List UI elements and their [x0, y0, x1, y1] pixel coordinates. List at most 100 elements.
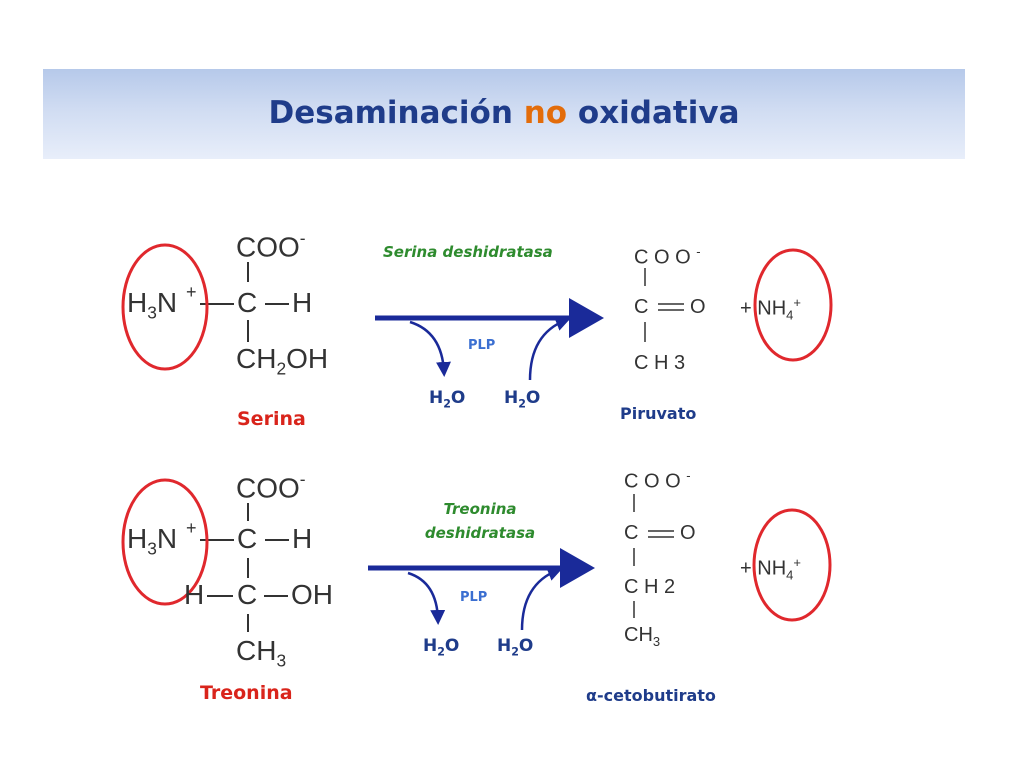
ammonium-2-nh: NH — [757, 557, 787, 580]
reaction1-water-in: H2O — [504, 388, 540, 410]
ammonium-1-nh: NH — [757, 297, 787, 320]
title-part-1: Desaminación — [268, 95, 513, 131]
page-title: Desaminación no oxidativa — [43, 95, 965, 131]
reaction1-water-out-sub: 2 — [443, 397, 451, 411]
cetobutirato-methylene-2: 2 — [664, 576, 676, 598]
reaction1-enzyme: Serina deshidratasa — [383, 243, 553, 261]
ammonium-2-sub: 4 — [786, 567, 794, 583]
piruvato-methyl: C H 3 — [634, 352, 685, 375]
treonina-amino-sub: 3 — [147, 538, 157, 559]
piruvato-carbonyl-o: O — [690, 296, 706, 318]
treonina-carboxyl: COO- — [236, 469, 306, 504]
treonina-hydroxyl: OH — [291, 579, 333, 610]
title-highlight: no — [523, 95, 568, 131]
reaction2-water-in-h: H — [497, 636, 512, 656]
nh4-circle-2 — [752, 508, 832, 622]
ammonium-1-charge: + — [793, 295, 801, 310]
reaction1-water-in-sub: 2 — [518, 397, 526, 411]
piruvato-carboxyl-charge: - — [696, 244, 701, 259]
treonina-amino-circle — [121, 478, 209, 606]
serina-label: Serina — [237, 408, 306, 430]
treonina-methyl-sub: 3 — [276, 650, 287, 671]
piruvato-label: Piruvato — [620, 404, 697, 423]
reaction2-water-in-sub: 2 — [511, 645, 519, 659]
title-part-3: oxidativa — [577, 95, 740, 131]
reaction1-water-out-o: O — [450, 388, 466, 408]
serina-alpha-carbon: C — [237, 287, 258, 318]
piruvato-carboxyl: C O O - — [634, 244, 701, 270]
treonina-beta-hydrogen: H — [184, 579, 205, 610]
cetobutirato-methyl-sub: 3 — [652, 634, 661, 649]
serina-amino-charge: + — [186, 282, 197, 302]
serina-carboxyl-charge: - — [299, 228, 306, 248]
reaction2-water-in-o: O — [518, 636, 534, 656]
treonina-amino-h: H — [127, 523, 148, 554]
ammonium-1-sub: 4 — [786, 307, 794, 323]
reaction2-water-out-o: O — [444, 636, 460, 656]
serina-amino-h: H — [127, 287, 148, 318]
reaction1-water-in-h: H — [504, 388, 519, 408]
reaction1-water-out: H2O — [429, 388, 465, 410]
ammonium-1: + NH4+ — [740, 295, 801, 323]
piruvato-carboxyl-text: C O O — [634, 246, 691, 269]
cetobutirato-methylene-ch: C H — [624, 576, 659, 598]
piruvato-bonds — [644, 268, 684, 342]
treonina-amino-n: N — [156, 523, 178, 554]
serina-amino-sub: 3 — [147, 302, 157, 323]
reaction2-water-in: H2O — [497, 636, 533, 658]
treonina-carboxyl-text: COO — [236, 472, 300, 504]
reaction2-water-out: H2O — [423, 636, 459, 658]
cetobutirato-methylene: C H 2 — [624, 576, 675, 599]
serina-side-chain: CH2OH — [236, 343, 328, 380]
cetobutirato-carbonyl-o: O — [680, 522, 696, 544]
cetobutirato-carbonyl-c: C — [624, 522, 639, 544]
reaction2-water-in-arrow — [520, 566, 563, 631]
title-banner: Desaminación no oxidativa — [43, 69, 965, 159]
cetobutirato-methyl-ch: CH — [624, 624, 653, 646]
treonina-beta-carbon: C — [237, 579, 258, 610]
serina-side-oh: OH — [286, 343, 329, 374]
cetobutirato-bonds — [633, 494, 674, 618]
piruvato-methyl-ch: C H — [634, 352, 669, 374]
treonina-alpha-hydrogen: H — [292, 523, 313, 554]
serina-amino-circle — [121, 243, 209, 371]
nh4-circle-1 — [753, 248, 833, 362]
treonina-amino-charge: + — [186, 518, 197, 538]
treonina-label: Treonina — [200, 682, 293, 704]
cetobutirato-label: α-cetobutirato — [586, 686, 716, 705]
reaction2-water-out-sub: 2 — [437, 645, 445, 659]
cetobutirato-carboxyl-charge: - — [686, 468, 691, 483]
serina-side-sub: 2 — [276, 358, 287, 379]
treonina-methyl: CH3 — [236, 635, 286, 672]
reaction2-water-out-h: H — [423, 636, 438, 656]
cetobutirato-carboxyl: C O O - — [624, 468, 691, 494]
ammonium-2-charge: + — [793, 555, 801, 570]
reaction2-enzyme-line2: deshidratasa — [424, 524, 536, 542]
reaction2-cofactor: PLP — [460, 590, 488, 605]
treonina-alpha-carbon: C — [237, 523, 258, 554]
reaction1-water-in-o: O — [525, 388, 541, 408]
reaction1-water-out-arrow — [409, 320, 451, 377]
serina-side-ch: CH — [236, 343, 277, 374]
ammonium-2: + NH4+ — [740, 555, 801, 583]
serina-amino-group: H3N — [127, 287, 177, 324]
ammonium-2-plus: + — [740, 557, 752, 580]
reaction1-cofactor: PLP — [468, 338, 496, 353]
reaction1-water-out-h: H — [429, 388, 444, 408]
treonina-methyl-ch: CH — [236, 635, 277, 666]
reaction1-water-in-arrow — [528, 316, 571, 381]
reaction2-water-out-arrow — [407, 571, 446, 625]
cetobutirato-carboxyl-text: C O O — [624, 470, 681, 493]
serina-amino-n: N — [156, 287, 178, 318]
serina-carboxyl-text: COO — [236, 231, 300, 263]
ammonium-1-plus: + — [740, 297, 752, 320]
piruvato-methyl-3: 3 — [674, 352, 686, 374]
treonina-amino-group: H3N — [127, 523, 177, 560]
reaction2-enzyme: Treonina deshidratasa — [400, 500, 560, 542]
serina-carboxyl: COO- — [236, 228, 306, 263]
treonina-carboxyl-charge: - — [299, 469, 306, 489]
piruvato-carbonyl-c: C — [634, 296, 649, 318]
serina-alpha-hydrogen: H — [292, 287, 313, 318]
cetobutirato-methyl: CH3 — [624, 624, 660, 649]
